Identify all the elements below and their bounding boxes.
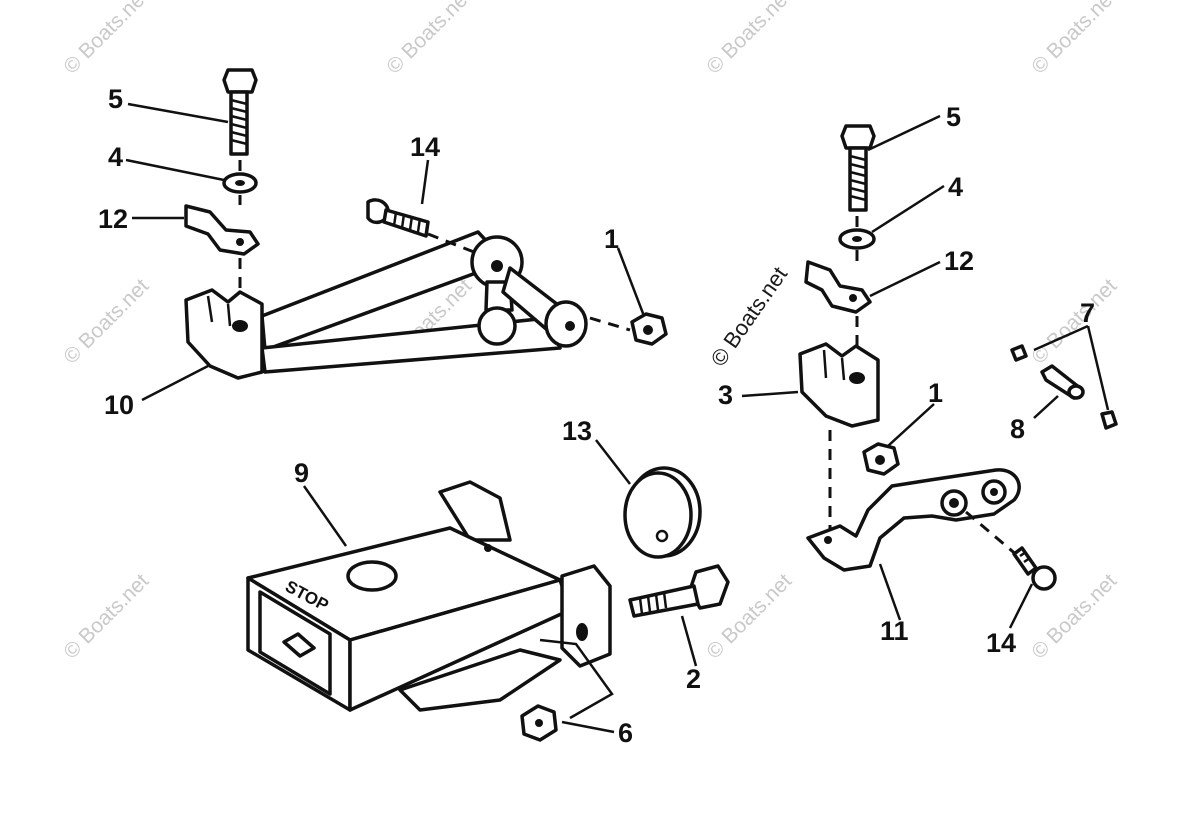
cap-13 — [623, 466, 702, 559]
callout-10: 10 — [104, 390, 134, 420]
lever-10 — [184, 230, 588, 380]
terminal-12-left — [184, 204, 260, 256]
callout-14-top: 14 — [410, 132, 440, 162]
callout-11: 11 — [880, 616, 909, 646]
callouts: 5 4 12 14 1 10 9 13 2 6 5 4 12 3 1 7 8 1… — [98, 84, 1095, 748]
callout-5-right: 5 — [946, 102, 961, 132]
callout-13: 13 — [562, 416, 592, 446]
terminal-12-right — [804, 260, 872, 314]
callout-4-right: 4 — [948, 172, 963, 202]
callout-1-left: 1 — [604, 224, 619, 254]
screw-14-right — [1012, 546, 1057, 591]
watermark: © Boats.net — [1027, 274, 1121, 368]
callout-2: 2 — [686, 664, 701, 694]
screw-2 — [628, 564, 730, 618]
watermark: © Boats.net — [59, 569, 153, 663]
setscrews-7 — [1010, 344, 1118, 430]
alignment-line-top — [427, 232, 475, 254]
bolt-5-right — [840, 124, 876, 212]
nut-6 — [520, 704, 558, 742]
callout-1-right: 1 — [928, 378, 943, 408]
alignment-line-screw14 — [965, 510, 1019, 558]
pin-8 — [1040, 364, 1085, 400]
nut-1-left — [630, 312, 668, 346]
leader-lines — [125, 102, 1110, 734]
bracket-11 — [806, 468, 1021, 572]
callout-8: 8 — [1010, 414, 1025, 444]
watermark: © Boats.net — [1027, 0, 1121, 79]
callout-14-right: 14 — [986, 628, 1016, 658]
stop-switch-housing-9: STOP — [246, 480, 612, 712]
callout-3: 3 — [718, 380, 733, 410]
alignment-line-box — [539, 638, 614, 720]
watermark: © Boats.net — [59, 274, 153, 368]
callout-9: 9 — [294, 458, 309, 488]
watermark: © Boats.net — [702, 0, 796, 79]
callout-5-left: 5 — [108, 84, 123, 114]
mount-3 — [798, 342, 880, 428]
washer-4-right — [838, 228, 876, 250]
alignment-line-nut-left — [589, 316, 631, 332]
callout-4-left: 4 — [108, 142, 123, 172]
washer-4-left — [222, 172, 258, 194]
watermark-overlay: © Boats.net — [706, 262, 793, 371]
callout-6: 6 — [618, 718, 633, 748]
callout-12-right: 12 — [944, 246, 974, 276]
watermark: © Boats.net — [59, 0, 153, 79]
watermark: © Boats.net — [382, 0, 476, 79]
callout-12-left: 12 — [98, 204, 128, 234]
nut-1-right — [862, 442, 900, 476]
screw-14-top — [366, 198, 430, 238]
bolt-5-left — [222, 68, 258, 156]
callout-7: 7 — [1080, 298, 1095, 328]
